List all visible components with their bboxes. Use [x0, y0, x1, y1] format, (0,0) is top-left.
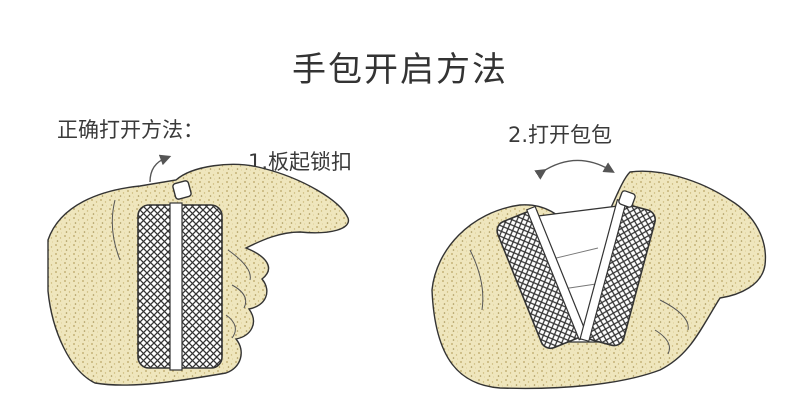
curved-arrow-icon	[149, 154, 172, 183]
left-hand-finger-lines	[111, 199, 251, 339]
step2-illustration	[431, 159, 767, 390]
open-clutch-right-panel	[579, 199, 656, 347]
open-clutch-clasp	[618, 190, 636, 208]
right-hands-finger-lines	[469, 249, 689, 355]
double-curved-arrow-icon	[534, 159, 615, 180]
clasp	[172, 180, 192, 200]
step2-label: 2.打开包包	[508, 123, 613, 147]
closed-clutch-frame	[169, 202, 183, 371]
method-label: 正确打开方法：	[57, 118, 204, 142]
open-clutch-left-panel	[496, 205, 589, 350]
step1-illustration	[47, 154, 350, 386]
page-title: 手包开启方法	[292, 50, 508, 90]
